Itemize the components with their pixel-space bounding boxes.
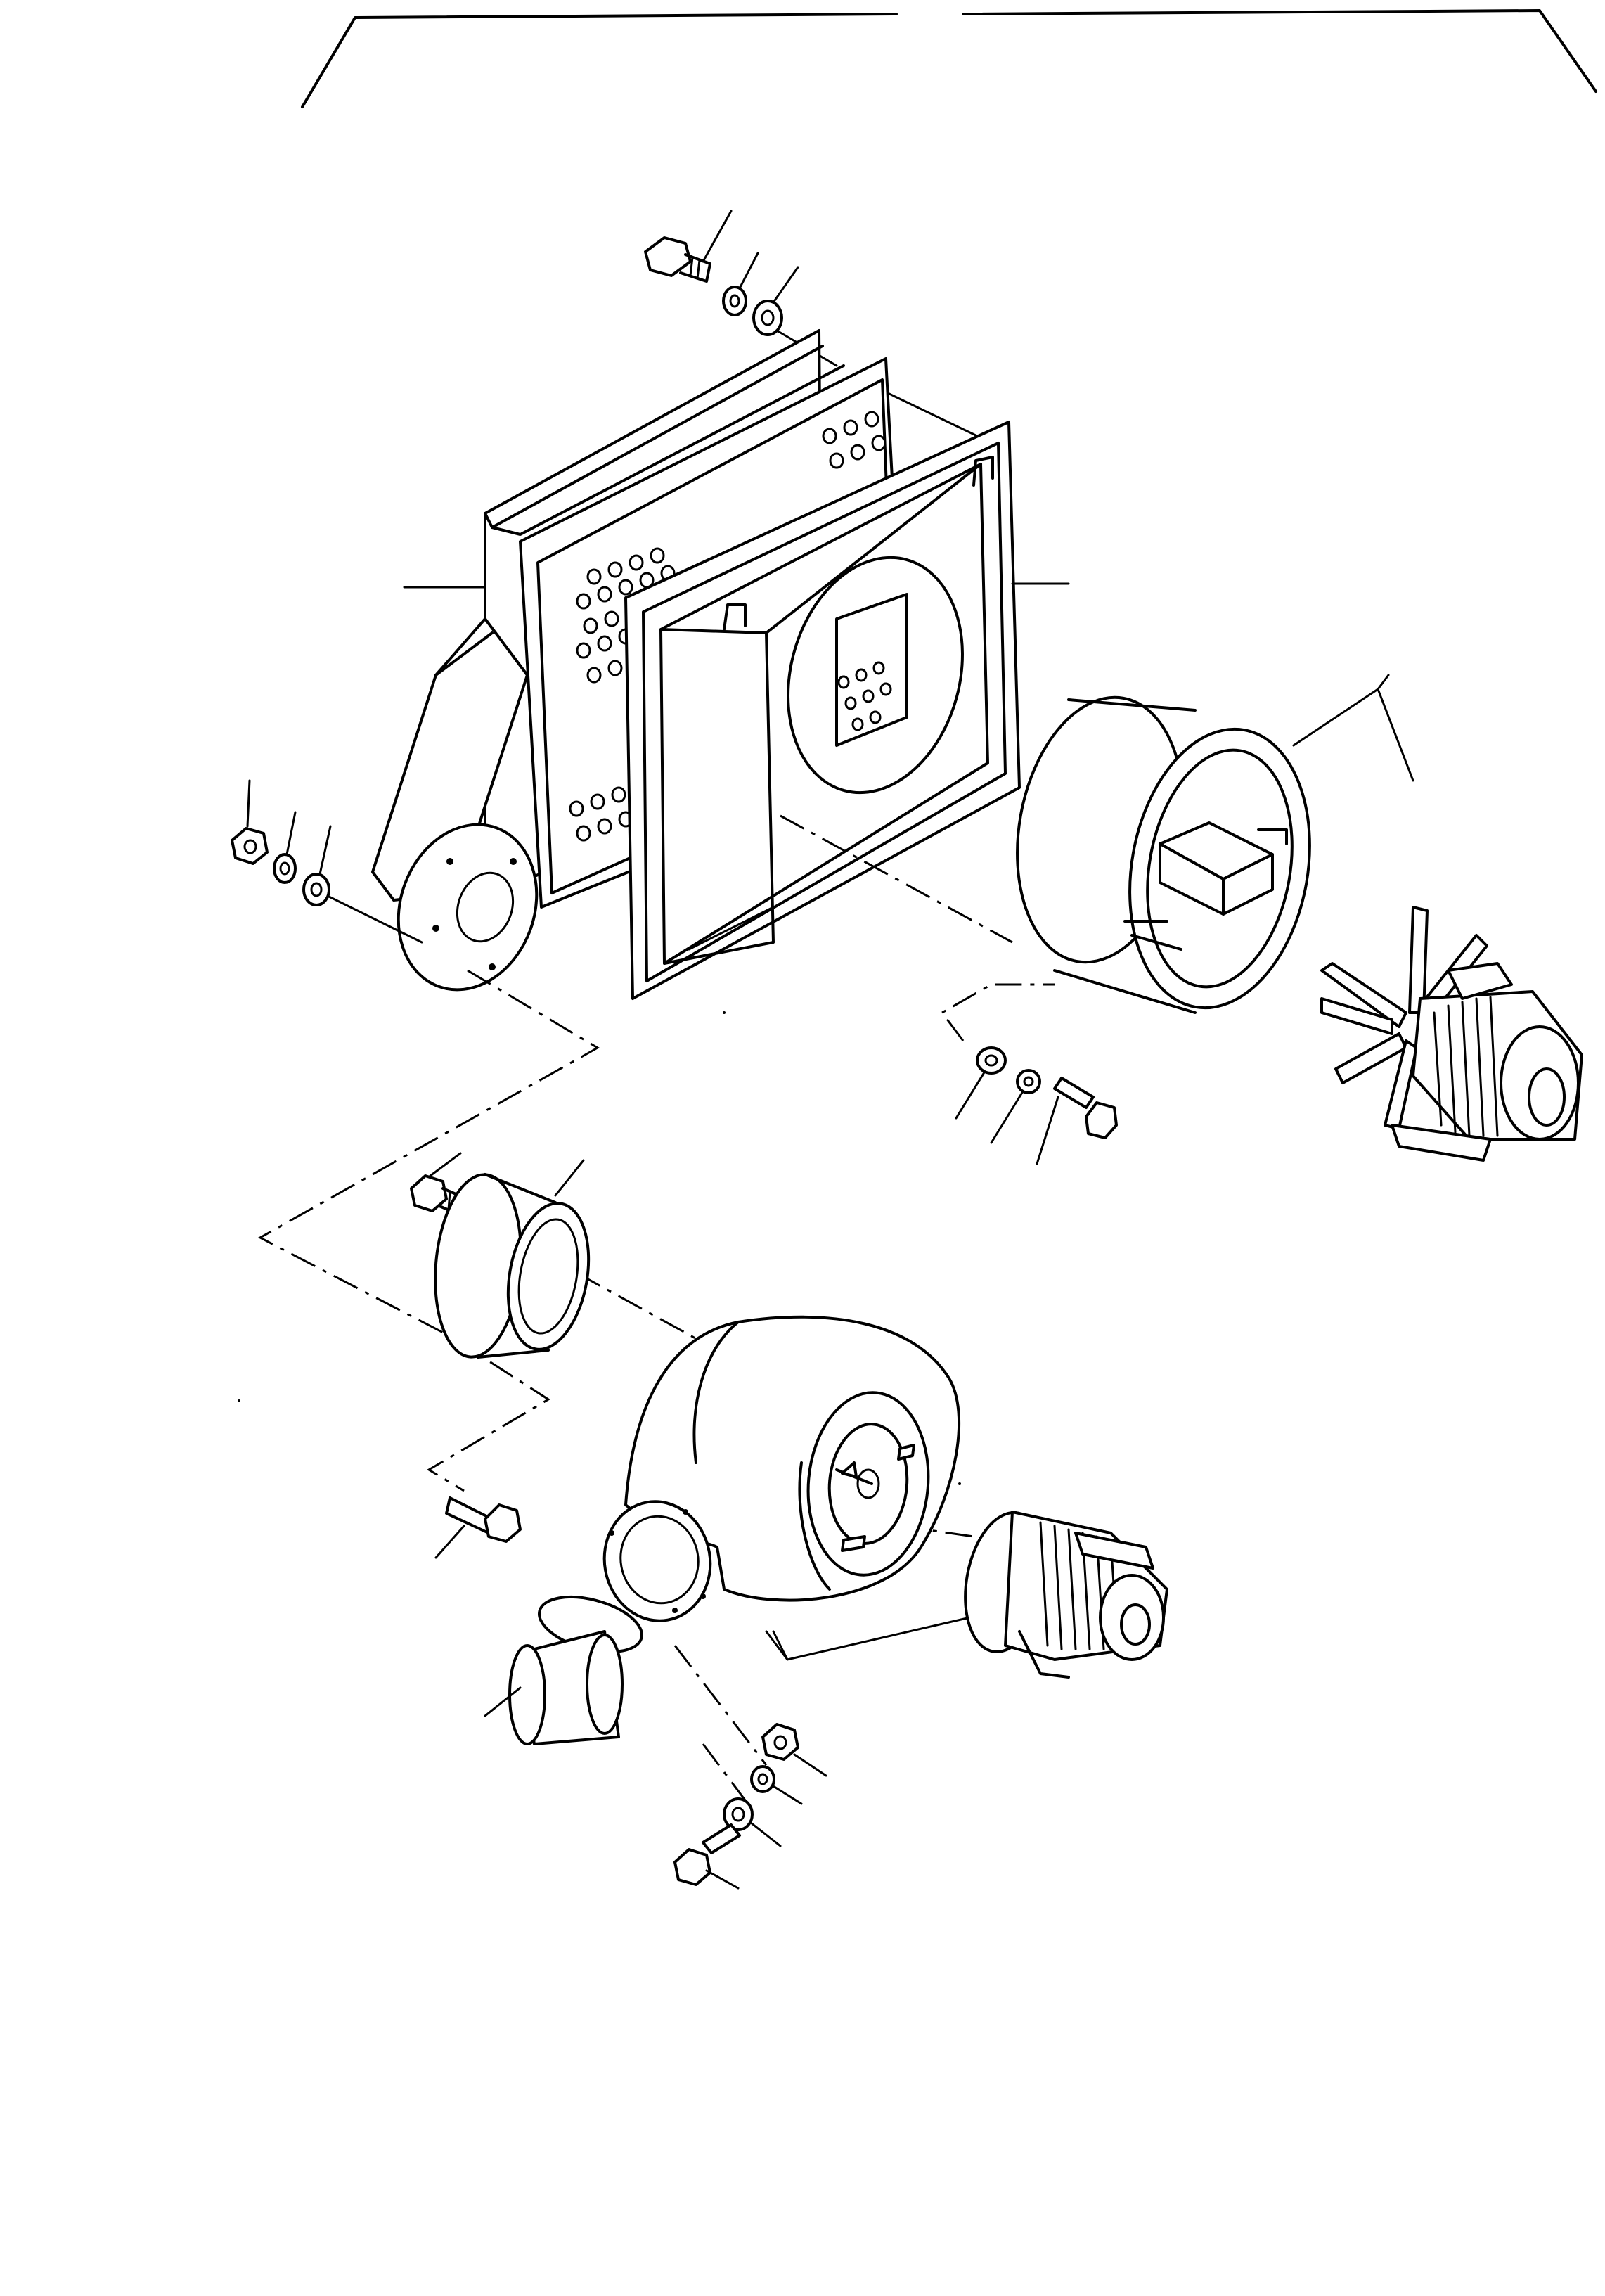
flanged-adapter — [434, 1159, 591, 1359]
fan-fastener-group — [940, 983, 1118, 1165]
title-frame — [301, 9, 1597, 108]
inlet-duct-with-flange — [371, 617, 539, 992]
centrifugal-blower-housing — [602, 1315, 972, 1661]
flat-washer-icon — [752, 266, 799, 336]
hex-bolt-icon — [644, 210, 733, 283]
lower-bolt-2 — [434, 1496, 522, 1559]
flat-washer-icon — [723, 1797, 782, 1847]
spring-washer-icon — [990, 1069, 1041, 1144]
nut-icon — [761, 1723, 827, 1777]
hex-bolt-icon — [673, 1823, 741, 1890]
bottom-fastener-group — [673, 1723, 827, 1890]
transition-frame — [624, 421, 1070, 1000]
nut-icon — [231, 779, 269, 865]
top-bolt-assembly — [644, 210, 979, 437]
perforation-holes — [837, 661, 892, 731]
axial-fan-motor — [1320, 906, 1583, 1162]
flat-washer-icon — [955, 1046, 1007, 1120]
mounting-studs — [841, 1444, 915, 1552]
left-fastener-group — [231, 779, 423, 944]
fan-casing-ring — [1016, 674, 1414, 1014]
blower-motor — [964, 1511, 1168, 1679]
motor-icon — [1391, 962, 1583, 1162]
spring-washer-icon — [273, 811, 297, 884]
hex-bolt-icon — [1036, 1077, 1118, 1165]
spring-washer-icon — [722, 252, 759, 316]
flanged-outlet-pipe — [484, 1596, 644, 1745]
perforation-holes — [569, 411, 887, 842]
spring-washer-icon — [750, 1765, 803, 1805]
flat-washer-icon — [302, 825, 332, 906]
